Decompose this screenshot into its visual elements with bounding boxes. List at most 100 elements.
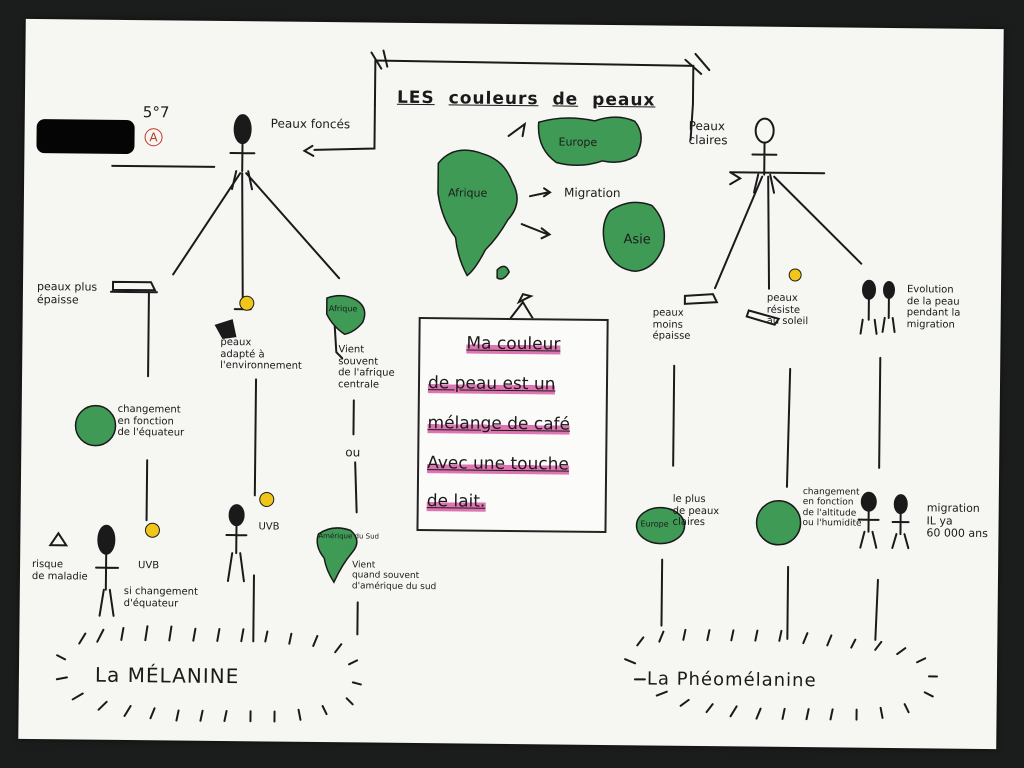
left-branch-lines (172, 172, 341, 311)
shoe-icon (111, 280, 157, 292)
title-word-1: LES (396, 87, 435, 108)
warning-icon (48, 531, 69, 547)
label-uvb-figure: UVB (258, 521, 280, 533)
connector-left-label (313, 103, 376, 151)
left-columns (145, 291, 359, 643)
label-evolution: Evolution de la peau pendant la migratio… (906, 284, 961, 331)
note-line-3-text: mélange de café (427, 413, 571, 435)
right-figure-head (754, 117, 775, 144)
sun-icon (239, 295, 255, 311)
sun-icon-uvb-figure (259, 491, 275, 507)
grade-mark: A (144, 128, 163, 147)
pheomelanine-burst (624, 628, 938, 721)
globe-altitude-icon (755, 500, 802, 546)
class-grade: 5°7 (142, 103, 170, 122)
title-word-3: de (552, 88, 579, 110)
note-line-4: Avec une touche (427, 453, 570, 475)
label-vient-amerique: Vient quand souvent d'amérique du sud (351, 560, 437, 592)
quote-note: Ma couleur de peau est un mélange de caf… (416, 317, 609, 534)
underline-grade (111, 164, 216, 168)
label-changement-altitude: changement en fonction de l'altitude ou … (802, 487, 862, 529)
arrow-right-label (729, 171, 743, 186)
figure-evolution-2-body (881, 296, 896, 334)
note-line-5: de lait. (426, 491, 486, 512)
label-uvb-main: UVB (138, 560, 160, 572)
dark-skin-swatch (214, 319, 237, 339)
arrow-to-europe (507, 121, 527, 138)
label-afrique: Afrique (447, 186, 488, 200)
label-peaux-epaisse: peaux plus épaisse (36, 280, 98, 307)
figure-evolution-2-head (883, 280, 896, 299)
globe-equator-icon (74, 404, 117, 447)
map-afrique (437, 149, 518, 277)
label-europe-small: Europe (640, 519, 669, 529)
right-branch-lines (714, 175, 863, 290)
label-resiste-soleil: peaux résiste au soleil (766, 292, 809, 328)
left-figure-head (233, 114, 252, 145)
connector-right-title (689, 102, 694, 141)
figure-right-1-body (857, 509, 880, 549)
label-afrique-small: Afrique (328, 304, 358, 314)
note-line-2: de peau est un (427, 373, 556, 395)
figure-right-1-head (860, 491, 877, 512)
label-vient-afrique: Vient souvent de l'afrique centrale (337, 344, 395, 391)
label-migration-center: Migration (563, 185, 621, 201)
label-pheomelanine: La Phéomélanine (646, 668, 817, 692)
label-si-changement: si changement d'équateur (123, 585, 198, 610)
title-word-2: couleurs (448, 87, 539, 109)
label-ou: ou (345, 445, 361, 460)
redacted-name (36, 119, 135, 155)
map-amerique-sud (316, 527, 358, 584)
figure-right-2-body (891, 512, 910, 550)
map-europe (537, 116, 642, 166)
figure-evolution-1-body (859, 297, 878, 335)
title-frame-deco-right (684, 52, 711, 75)
arrow-migration (528, 187, 552, 198)
label-asie: Asie (623, 232, 651, 248)
left-figure-body (229, 142, 256, 191)
title-frame (373, 59, 695, 106)
note-line-1: Ma couleur (466, 333, 561, 355)
figure-uvb-body (225, 524, 248, 583)
figure-evolution-1-head (862, 279, 877, 300)
map-afrique-small (325, 294, 366, 336)
label-melanine: La MÉLANINE (94, 662, 240, 689)
map-europe-small (635, 506, 686, 545)
right-columns (660, 356, 882, 641)
right-figure-body (751, 141, 778, 194)
figure-risque-head (97, 524, 116, 555)
note-line-5-text: de lait. (426, 491, 486, 512)
sun-icon-right (788, 268, 802, 282)
note-pin (516, 292, 534, 305)
note-line-3: mélange de café (427, 413, 571, 435)
arrow-to-asie (520, 223, 552, 240)
arrow-left-label (302, 144, 315, 157)
title-frame-deco-left (370, 49, 389, 70)
note-hanger (509, 300, 534, 320)
label-risque-maladie: risque de maladie (31, 558, 88, 583)
figure-uvb-head (228, 504, 245, 527)
label-migration-ago: migration IL ya 60 000 ans (926, 501, 988, 541)
map-asie (602, 201, 666, 273)
note-line-2-text: de peau est un (427, 373, 556, 395)
title-word-4: peaux (592, 89, 656, 111)
mindmap-drawing (48, 49, 938, 723)
left-figure-label: Peaux foncés (270, 116, 351, 132)
label-changement-equateur: changement en fonction de l'équateur (117, 403, 185, 439)
tape-icon (745, 309, 781, 326)
figure-risque-body (95, 552, 120, 617)
note-line-1-text: Ma couleur (466, 333, 561, 355)
figure-right-2-head (893, 494, 908, 515)
label-amerique-small: Amérique du Sud (318, 531, 380, 541)
right-figure-label: Peaux claires (688, 118, 728, 148)
sun-icon-uvb-main (144, 522, 160, 538)
label-plus-claires: le plus de peaux claires (672, 493, 720, 529)
label-europe: Europe (558, 135, 598, 149)
map-madagascar (496, 265, 511, 280)
label-peaux-adapte: peaux adapté à l'environnement (220, 336, 302, 372)
note-line-4-text: Avec une touche (427, 453, 570, 475)
underline-right-label (729, 171, 826, 175)
label-moins-epaisse: peaux moins épaisse (652, 307, 691, 342)
